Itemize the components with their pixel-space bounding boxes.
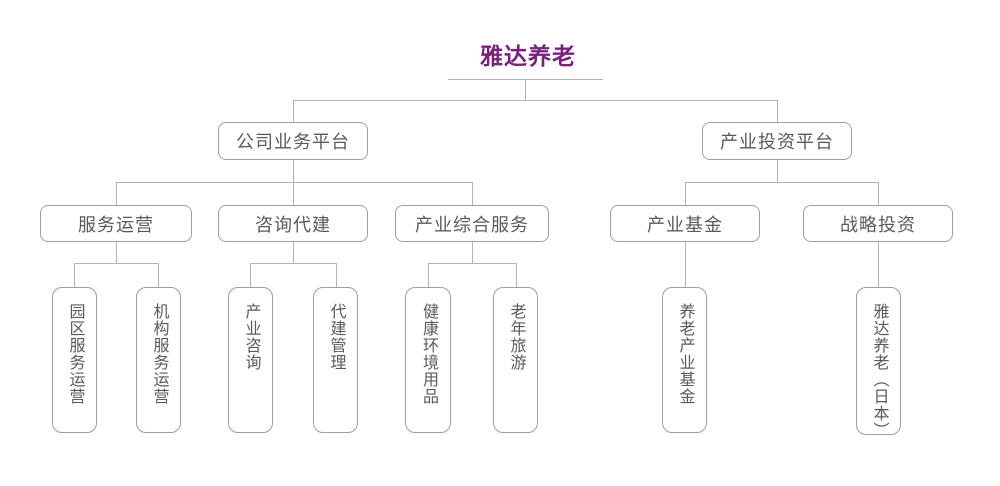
connector-leaf-span [250,263,337,264]
node-industry-consulting: 产业咨询 [228,287,273,433]
node-senior-tourism: 老年旅游 [493,287,538,433]
leaf-label: 机构服务运营 [150,303,168,405]
connector-line [336,263,337,287]
node-industry-comprehensive-services: 产业综合服务 [395,205,549,242]
connector-line [685,242,686,287]
leaf-label: 健康环境用品 [420,303,437,405]
connector-line [74,263,75,287]
node-strategic-investment: 战略投资 [803,205,953,242]
node-company-business-platform: 公司业务平台 [218,122,368,160]
connector-line [472,182,473,205]
page-title: 雅达养老 [480,43,576,69]
connector-line [516,263,517,287]
connector-level1-span [293,100,778,101]
connector-leaf-span [428,263,517,264]
connector-line [428,263,429,287]
connector-line [472,242,473,263]
connector-line [158,263,159,287]
node-industry-fund: 产业基金 [610,205,760,242]
connector-line [878,182,879,205]
node-institution-service-operations: 机构服务运营 [136,287,181,433]
connector-leaf-span [74,263,159,264]
node-consulting-agent-construction: 咨询代建 [218,205,368,242]
leaf-label: 雅达养老（日本） [870,303,888,439]
connector-level2-span-left [116,182,473,183]
connector-line [250,263,251,287]
node-industry-investment-platform: 产业投资平台 [702,122,852,160]
node-yada-elderly-care-japan: 雅达养老（日本） [856,287,901,439]
leaf-label: 园区服务运营 [66,303,84,405]
leaf-label: 老年旅游 [507,303,525,371]
node-park-service-operations: 园区服务运营 [52,287,97,433]
connector-line [685,182,686,205]
leaf-label: 养老产业基金 [676,303,694,405]
connector-line [293,159,294,182]
connector-line [878,242,879,287]
node-elderly-care-industry-fund: 养老产业基金 [662,287,707,433]
node-service-operations: 服务运营 [40,205,192,242]
leaf-label: 产业咨询 [242,303,260,371]
connector-level2-span-right [685,182,879,183]
connector-root-stem [525,79,526,100]
connector-line [777,100,778,122]
connector-line [293,100,294,122]
connector-line [777,159,778,182]
connector-line [116,182,117,205]
connector-line [116,242,117,263]
leaf-label: 代建管理 [327,303,345,371]
connector-line [293,242,294,263]
node-agent-construction-management: 代建管理 [313,287,358,433]
node-health-environment-products: 健康环境用品 [405,287,451,433]
connector-line [293,182,294,205]
